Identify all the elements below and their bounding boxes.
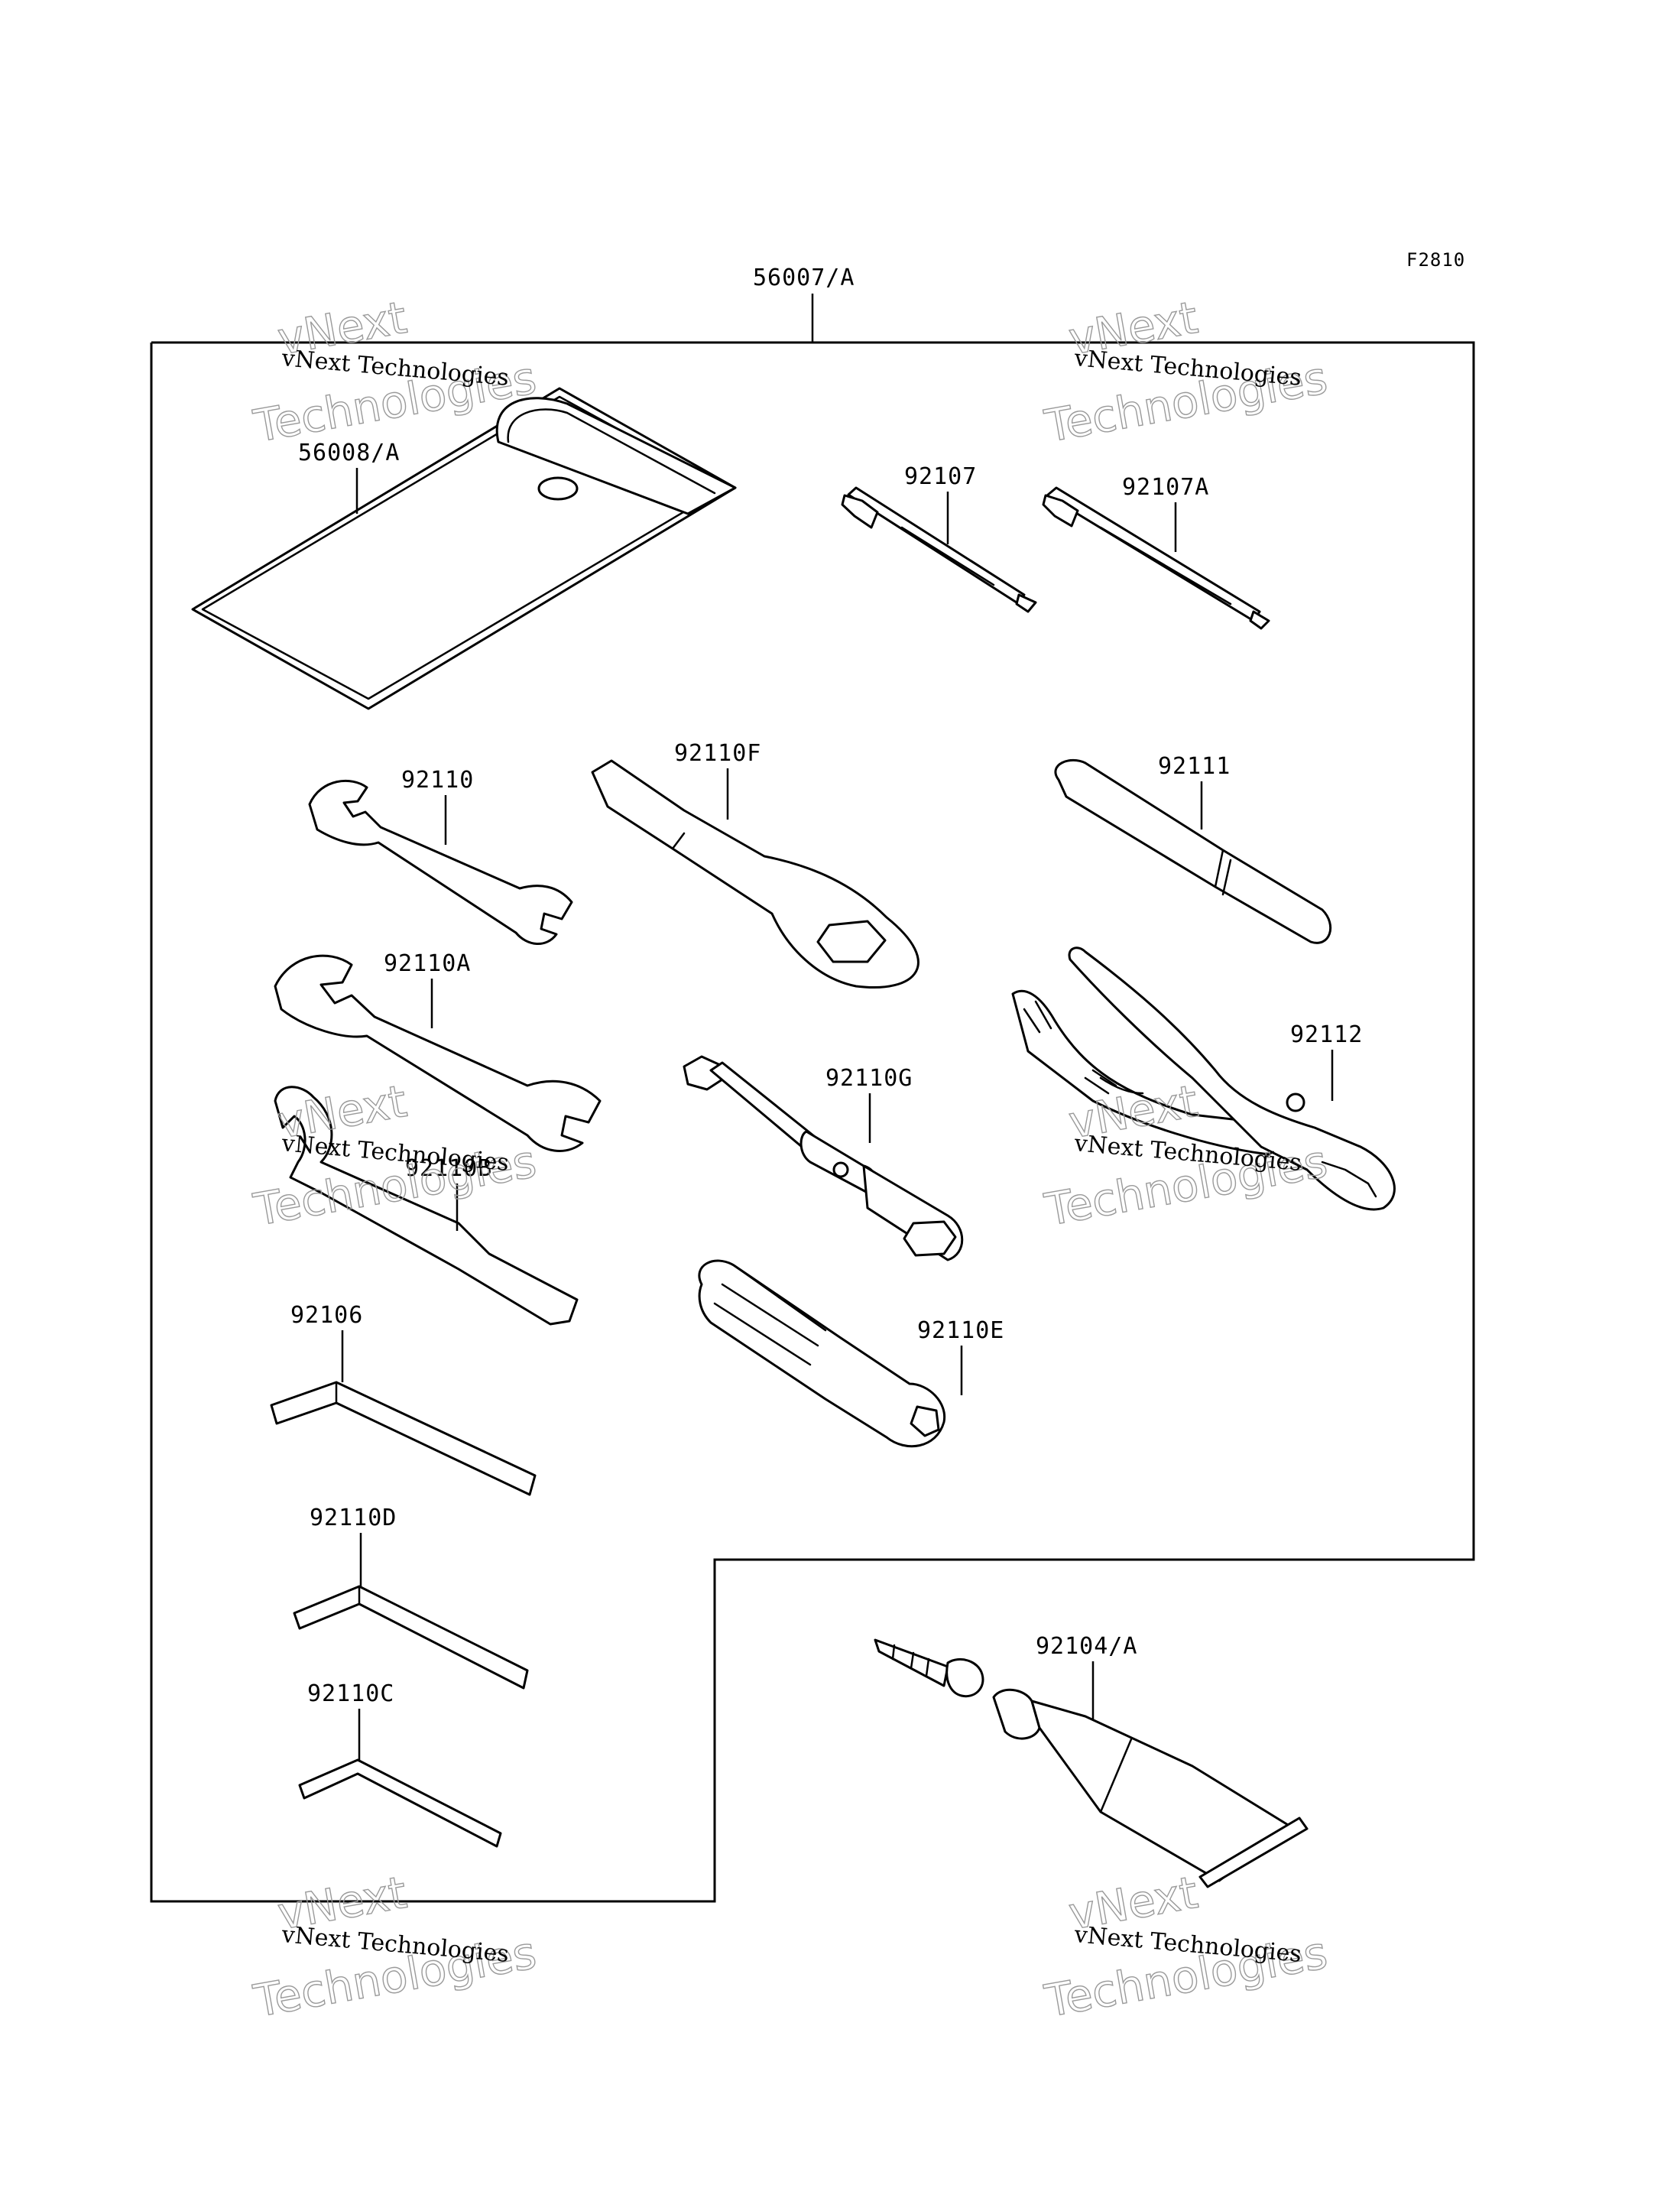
figure-id: F2810 (1406, 249, 1465, 271)
label-92112: 92112 (1290, 1021, 1363, 1048)
open-end-wrench-92110 (308, 779, 573, 945)
label-92110B: 92110B (405, 1155, 492, 1182)
hook-wrench-92110B (274, 1086, 579, 1326)
label-92107: 92107 (904, 463, 977, 490)
label-92110A: 92110A (384, 950, 471, 977)
open-end-wrench-92110A (274, 954, 602, 1152)
extension-bar-92111 (1054, 758, 1332, 944)
hex-key-92110E (270, 1381, 537, 1496)
kit-frame (150, 341, 1475, 1903)
screwdriver-bit-92107A (1042, 486, 1270, 630)
label-92104: 92104/A (1036, 1633, 1137, 1660)
label-92110D: 92110D (310, 1505, 397, 1531)
label-92110C: 92110C (307, 1680, 394, 1707)
hex-key-92110D (293, 1585, 529, 1690)
label-92106: 92110E (917, 1317, 1004, 1344)
label-56008: 56008/A (298, 440, 400, 466)
label-92110: 92110 (401, 767, 474, 794)
socket-wrench-92110G (683, 1055, 964, 1261)
label-92107A: 92107A (1122, 474, 1209, 501)
kit-label: 56007/A (753, 265, 855, 291)
label-92110E: 92106 (290, 1302, 363, 1329)
pliers-92112 (1011, 946, 1396, 1211)
screwdriver-bit-92107 (841, 486, 1037, 613)
label-92110F: 92110F (674, 740, 761, 767)
screwdriver-handle-92106 (698, 1259, 946, 1448)
grease-tube-92104 (874, 1638, 1309, 1888)
tool-pouch (191, 387, 737, 710)
label-92110G: 92110G (825, 1065, 913, 1092)
label-92111: 92111 (1158, 753, 1231, 780)
hex-key-92110C (298, 1758, 502, 1848)
box-end-wrench-92110F (591, 759, 919, 989)
